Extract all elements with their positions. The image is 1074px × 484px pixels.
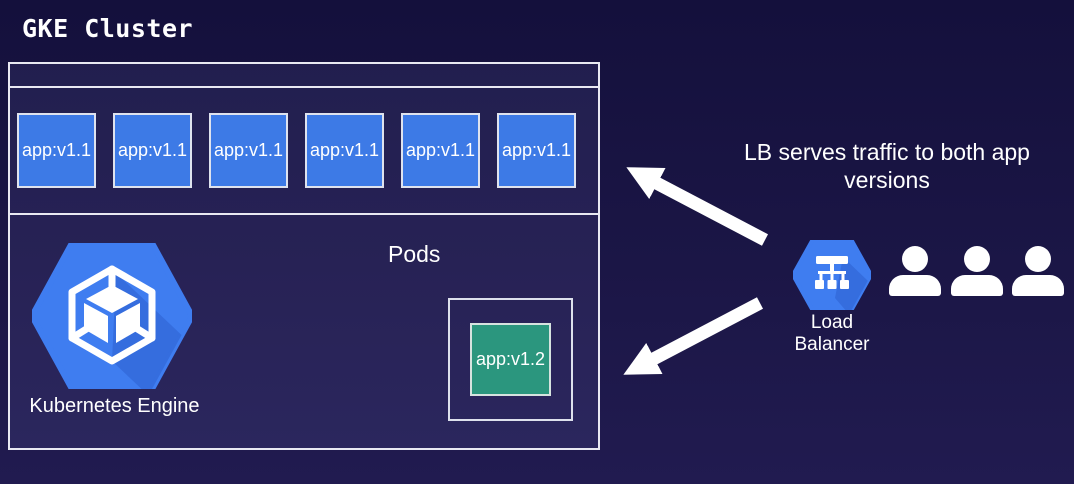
user-torso bbox=[1012, 275, 1064, 296]
pod-v11: app:v1.1 bbox=[17, 113, 96, 188]
cluster-body-section: Pods bbox=[10, 215, 598, 446]
pod-v12: app:v1.2 bbox=[470, 323, 551, 396]
user-torso bbox=[889, 275, 941, 296]
user-head bbox=[1025, 246, 1051, 272]
pods-section-label: Pods bbox=[388, 241, 441, 267]
user-icon bbox=[951, 246, 1003, 296]
pod-v11: app:v1.1 bbox=[209, 113, 288, 188]
kubernetes-engine-icon bbox=[32, 243, 192, 389]
pod-v11: app:v1.1 bbox=[113, 113, 192, 188]
gke-cluster-box: app:v1.1 app:v1.1 app:v1.1 app:v1.1 app:… bbox=[8, 62, 600, 450]
arrow-to-v12-pod-icon bbox=[623, 297, 764, 375]
pod-v11: app:v1.1 bbox=[401, 113, 480, 188]
pod-v11: app:v1.1 bbox=[305, 113, 384, 188]
user-head bbox=[964, 246, 990, 272]
diagram-title: GKE Cluster bbox=[22, 14, 194, 43]
lb-annotation-text: LB serves traffic to both app versions bbox=[744, 139, 1030, 193]
load-balancer-icon bbox=[793, 240, 871, 310]
pod-v11: app:v1.1 bbox=[497, 113, 576, 188]
user-icon bbox=[1012, 246, 1064, 296]
user-head bbox=[902, 246, 928, 272]
user-icon bbox=[889, 246, 941, 296]
kubernetes-engine-label: Kubernetes Engine bbox=[29, 395, 200, 417]
v12-pod-boundary: app:v1.2 bbox=[448, 298, 573, 421]
load-balancer-label: Load Balancer bbox=[794, 312, 870, 356]
user-torso bbox=[951, 275, 1003, 296]
cluster-header-band bbox=[10, 64, 598, 88]
v11-pods-row: app:v1.1 app:v1.1 app:v1.1 app:v1.1 app:… bbox=[10, 88, 598, 215]
